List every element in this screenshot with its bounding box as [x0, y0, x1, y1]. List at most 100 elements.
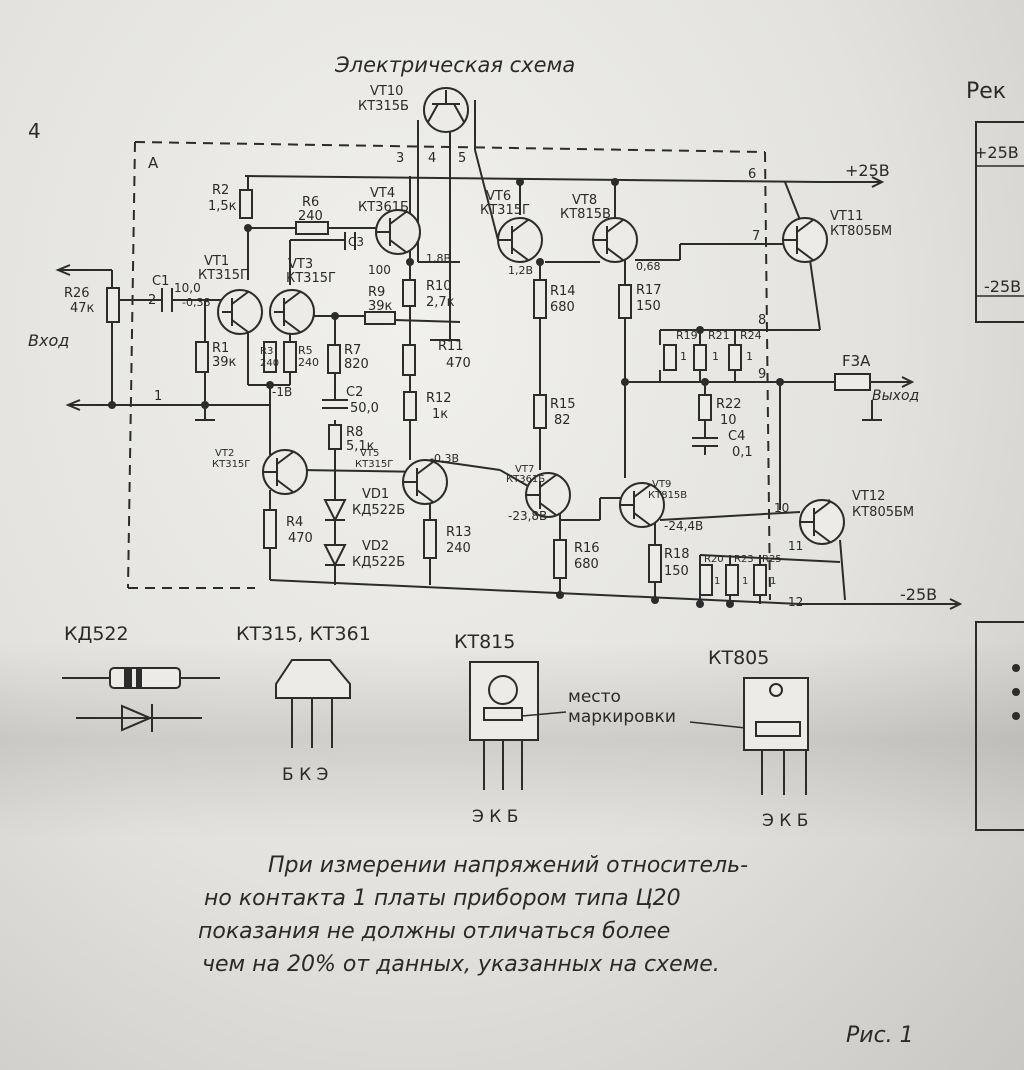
input-label: Вход [28, 331, 69, 350]
r22-body [698, 394, 712, 421]
r1-value: 39к [212, 355, 237, 370]
side-supply-pos: +25В [974, 143, 1019, 162]
voltage-vt5-base: -0,3В [430, 452, 459, 465]
r16-body [553, 539, 567, 579]
node-9: 9 [758, 367, 766, 382]
vt9-symbol [619, 482, 665, 528]
side-label: Рек [966, 79, 1006, 104]
node-11: 11 [788, 539, 803, 553]
vt2-symbol [262, 449, 308, 495]
node-7: 7 [752, 229, 760, 244]
r13-ref: R13 [446, 525, 472, 540]
r9-value: 39к [368, 299, 393, 314]
voltage-emitters: -1В [272, 385, 292, 399]
r7-body [327, 344, 341, 374]
r15-ref: R15 [550, 397, 576, 412]
node-8: 8 [758, 313, 766, 328]
side-panel: +25В -25В [974, 121, 1024, 831]
r20-value: 1 [714, 576, 720, 587]
vt6-symbol [497, 217, 543, 263]
r23-value: 1 [742, 576, 748, 587]
package-kt805-pins: Э К Б [762, 811, 808, 831]
r17-value: 150 [636, 299, 661, 314]
r21-ref: R21 [708, 329, 730, 342]
vd1-ref: VD1 [362, 487, 389, 502]
figure-label: Рис. 1 [846, 1023, 914, 1048]
r24-ref: R24 [740, 329, 762, 342]
vt4-ref: VT4 [370, 186, 395, 201]
package-kt815-title: КТ815 [454, 631, 515, 653]
r4-ref: R4 [286, 515, 303, 530]
vt1-ref: VT1 [204, 254, 229, 269]
r2-ref: R2 [212, 183, 229, 198]
note-line-3: показания не должны отличаться более [198, 919, 670, 944]
r2-body [239, 189, 253, 219]
r3-body [263, 341, 277, 373]
r11-value: 470 [446, 356, 471, 371]
r6-body [295, 221, 329, 235]
c4-ref: C4 [728, 429, 745, 444]
r14-value: 680 [550, 300, 575, 315]
r18-body [648, 544, 662, 583]
r19-value: 1 [680, 350, 687, 363]
package-kt315-title: КТ315, КТ361 [236, 623, 371, 645]
vt8-type: КТ815В [560, 207, 611, 222]
node-4: 4 [428, 151, 436, 166]
node-2: 2 [148, 293, 156, 308]
vt3-type: КТ315Г [286, 271, 336, 286]
r18-ref: R18 [664, 547, 690, 562]
r24-value: 1 [746, 350, 753, 363]
c1-ref: C1 [152, 274, 169, 289]
r3-ref: R3 [260, 346, 273, 357]
r13-value: 240 [446, 541, 471, 556]
voltage-vt8-emitter: 0,68 [636, 260, 661, 273]
r26-body [106, 287, 120, 323]
vt5-type: КТ315Г [355, 459, 393, 470]
voltage-vt7-emitter: -23,8В [508, 509, 547, 523]
r19-ref: R19 [676, 329, 698, 342]
c4-value: 0,1 [732, 445, 753, 460]
r5-value: 240 [298, 356, 319, 369]
r10-body [402, 279, 416, 307]
package-kd522-title: КД522 [64, 623, 129, 645]
r13-body [423, 519, 437, 559]
r16-value: 680 [574, 557, 599, 572]
vt2-ref: VT2 [215, 448, 234, 459]
voltage-vt9-emitter: -24,4В [664, 519, 703, 533]
r4-value: 470 [288, 531, 313, 546]
resistor-bodies [106, 189, 767, 596]
vt1-symbol [217, 289, 263, 335]
r10-value: 2,7к [426, 295, 455, 310]
vt3-symbol [269, 289, 315, 335]
r6-ref: R6 [302, 195, 319, 210]
r17-body [618, 284, 632, 319]
vd2-type: КД522Б [352, 555, 405, 570]
r8-body [328, 424, 342, 450]
r1-body [195, 341, 209, 373]
transistor-labels: VT1 КТ315Г VT3 КТ315Г VT4 КТ361Б VT10 КТ… [198, 84, 914, 520]
vt11-symbol [782, 217, 828, 263]
package-legend: КД522 КТ315, КТ361 Б К Э КТ815 Э К Б мес… [62, 623, 809, 831]
r14-ref: R14 [550, 284, 576, 299]
vt5-symbol [402, 459, 448, 505]
vt10-symbol [423, 87, 469, 133]
vt1-type: КТ315Г [198, 268, 248, 283]
r17-ref: R17 [636, 283, 662, 298]
r3-value: 240 [260, 358, 279, 369]
r12-value: 1к [432, 407, 448, 422]
page-number: 4 [28, 119, 41, 143]
note-line-4: чем на 20% от данных, указанных на схеме… [202, 952, 720, 977]
marking-label-line1: место [568, 687, 621, 707]
vt10-ref: VT10 [370, 84, 403, 99]
vt8-ref: VT8 [572, 193, 597, 208]
vd1-type: КД522Б [352, 503, 405, 518]
other-labels: C1 10,0 C2 50,0 C3 100 C4 0,1 VD1 КД522Б… [28, 235, 919, 570]
fuse-label: F3A [842, 352, 871, 370]
vt12-symbol [799, 499, 845, 545]
c2-ref: C2 [346, 385, 363, 400]
voltage-vt4-collector: 1,8В [426, 252, 451, 265]
r12-ref: R12 [426, 391, 452, 406]
r12-body [403, 391, 417, 421]
r7-ref: R7 [344, 343, 361, 358]
r10-ref: R10 [426, 279, 452, 294]
